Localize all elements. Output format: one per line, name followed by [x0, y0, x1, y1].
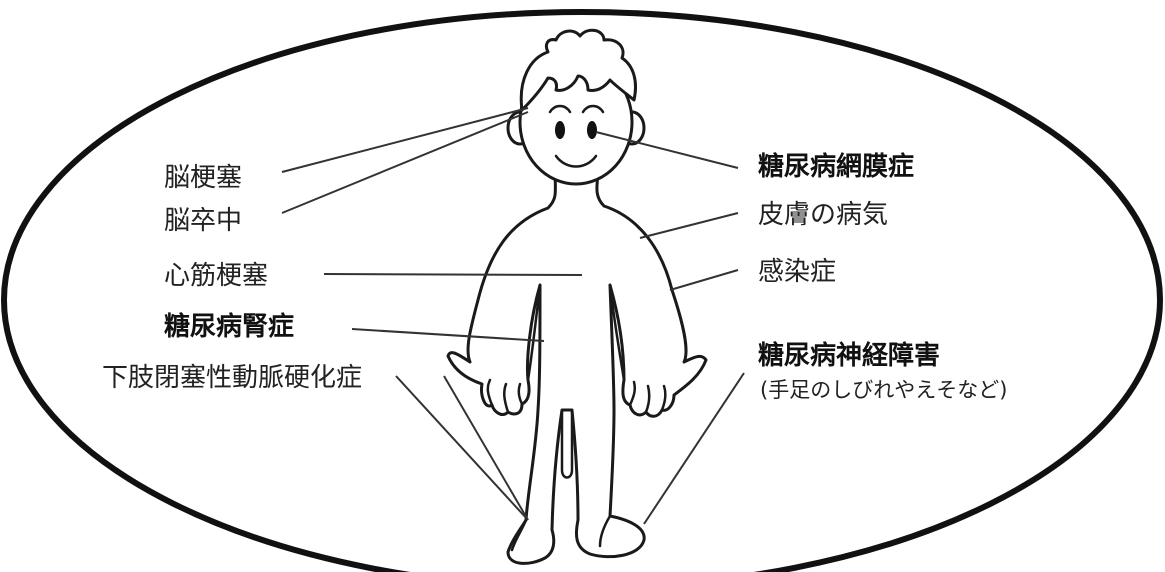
figure-right-eye — [587, 121, 597, 139]
leader-retinopathy — [595, 131, 739, 169]
label-myocardial-infarction: 心筋梗塞 — [164, 261, 268, 291]
figure-hair — [519, 28, 637, 112]
label-skin-disease: 皮膚の病気 — [758, 200, 888, 230]
figure-left-eye — [555, 121, 565, 139]
leader-pad-right — [443, 375, 529, 521]
figure-left-arm-inner — [526, 283, 542, 382]
leader-skin — [639, 212, 739, 239]
label-infection: 感染症 — [758, 257, 836, 287]
figure-left-brow — [548, 104, 572, 114]
figure-left-fingers — [486, 378, 524, 414]
label-stroke: 脳卒中 — [164, 206, 242, 236]
figure-right-fingers — [628, 380, 667, 414]
leader-pad-left — [395, 375, 529, 521]
figure-right-arm-inner — [608, 283, 626, 382]
label-diabetic-retinopathy: 糖尿病網膜症 — [758, 151, 914, 182]
figure-left-foot — [510, 518, 528, 552]
label-pad: 下肢閉塞性動脈硬化症 — [102, 363, 362, 393]
leader-stroke — [281, 111, 529, 214]
leader-brain-infarction — [281, 107, 529, 173]
oval-frame — [1, 9, 1163, 572]
leader-infection — [669, 269, 739, 291]
figure-leg-gap — [560, 408, 574, 479]
figure-right-brow — [581, 104, 605, 114]
label-diabetic-nephropathy: 糖尿病腎症 — [164, 311, 294, 342]
leader-myocardial-infarction — [323, 273, 583, 276]
figure-smile — [554, 154, 598, 168]
leader-neuropathy — [643, 372, 745, 525]
label-neuropathy-note: (手足のしびれやえそなど) — [760, 378, 1007, 402]
leader-nephropathy — [351, 328, 545, 342]
label-diabetic-neuropathy: 糖尿病神経障害 — [758, 340, 940, 371]
child-figure-icon — [446, 28, 708, 565]
label-brain-infarction: 脳梗塞 — [164, 163, 242, 193]
figure-right-foot — [598, 514, 612, 548]
figure-torso — [446, 173, 708, 565]
